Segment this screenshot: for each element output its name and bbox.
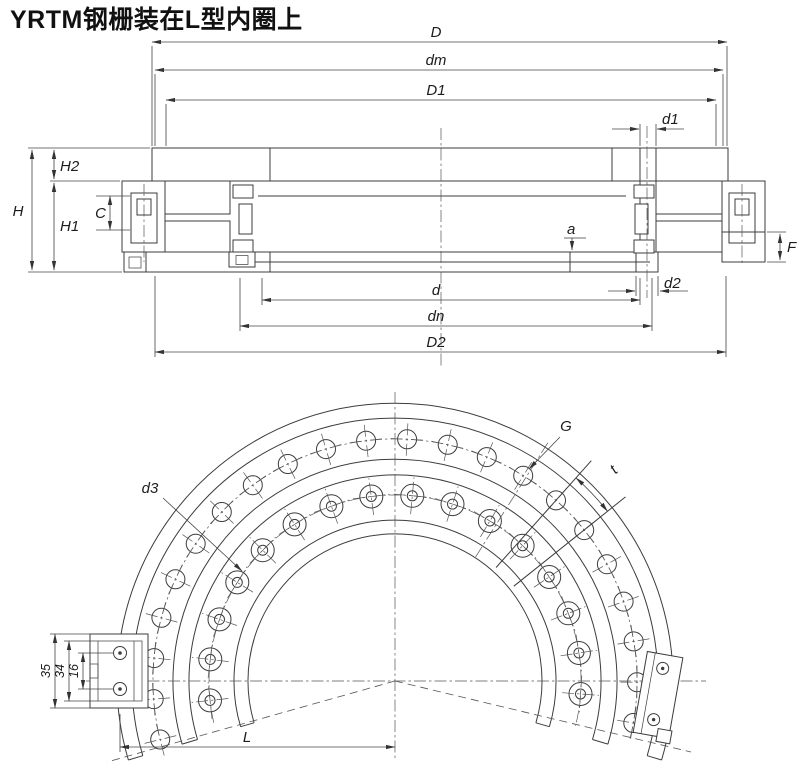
inner-ring-right-lower	[653, 220, 723, 253]
radial-roller-right	[634, 203, 649, 235]
inner-ring-left-upper	[164, 180, 231, 215]
dim-label-d3: d3	[142, 480, 159, 497]
dim-label-a: a	[567, 221, 575, 238]
dim-label-t: t	[606, 462, 621, 478]
dim-label-D: D	[431, 24, 442, 41]
bolt-hole-d1	[639, 147, 657, 253]
axial-roller-top-left	[232, 184, 254, 199]
dim-label-16: 16	[67, 664, 81, 678]
measuring-head	[228, 251, 256, 268]
foot-left	[123, 251, 147, 273]
dim-label-dm: dm	[426, 52, 447, 69]
inner-ring-right-upper	[653, 180, 723, 215]
foot-left-inner	[128, 256, 142, 269]
axial-roller-bottom-left	[232, 239, 254, 254]
dim-label-d: d	[432, 282, 441, 299]
measuring-head-inner	[235, 255, 249, 265]
bolt-hole-pattern	[137, 422, 654, 756]
block-height-dimensions: 35 34 16	[39, 633, 113, 709]
top-section-view: D dm D1 d1 H H2 H1 C a	[13, 24, 797, 368]
inner-ring-left-lower	[164, 220, 231, 253]
dim-label-F: F	[787, 239, 797, 256]
bottom-half-view: t G d3	[39, 392, 706, 763]
right-mount-block	[632, 650, 684, 745]
dim-label-34: 34	[53, 664, 67, 678]
dim-label-G: G	[560, 418, 572, 435]
dim-label-dn: dn	[428, 308, 445, 325]
dim-label-35: 35	[39, 664, 53, 678]
dim-label-C: C	[95, 205, 106, 222]
clamp-block-left	[121, 180, 166, 253]
outer-ring-top-left	[151, 147, 271, 182]
radial-roller-left	[238, 203, 253, 235]
dim-label-H: H	[13, 203, 24, 220]
axial-roller-bottom-right	[633, 239, 655, 254]
dim-label-D1: D1	[426, 82, 445, 99]
dim-label-H2: H2	[60, 158, 80, 175]
left-mount-block	[89, 633, 149, 709]
dim-label-d1: d1	[662, 111, 679, 128]
dim-label-H1: H1	[60, 218, 79, 235]
dim-label-D2: D2	[426, 334, 446, 351]
page-title: YRTM钢栅装在L型内圈上	[10, 6, 303, 34]
axial-roller-top-right	[633, 184, 655, 199]
dim-label-L: L	[243, 729, 251, 746]
outer-ring-top-right	[611, 147, 729, 182]
dim-label-d2: d2	[664, 275, 681, 292]
